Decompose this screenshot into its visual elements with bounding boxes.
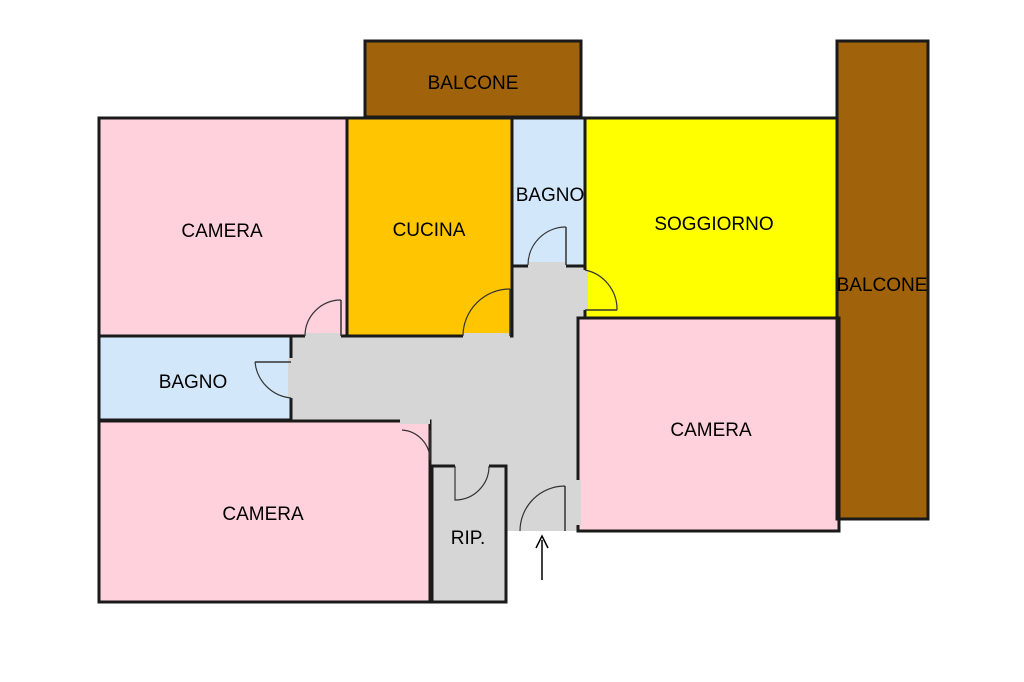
room-balcone-right (837, 41, 928, 519)
arrow-up-icon (535, 534, 549, 580)
room-soggiorno (585, 118, 837, 318)
door-swing-soggiorno (584, 269, 618, 311)
label-balcone-right: BALCONE (837, 275, 928, 296)
corridor-area (291, 265, 585, 531)
room-bagno-left (99, 336, 291, 420)
label-bagno-left: BAGNO (159, 372, 228, 393)
door-swing-ripostiglio (454, 465, 490, 501)
label-cucina: CUCINA (393, 220, 466, 241)
room-camera-right (578, 318, 839, 531)
label-bagno-top: BAGNO (516, 185, 585, 206)
room-bagno-top (512, 118, 585, 266)
door-swings (254, 226, 618, 532)
door-swing-camera-top (304, 299, 342, 337)
label-camera-bottom-left: CAMERA (222, 504, 304, 525)
door-swing-cucina (462, 288, 511, 337)
room-camera-top-left (99, 118, 347, 336)
room-balcone-top (365, 41, 581, 117)
label-camera-top-left: CAMERA (181, 221, 263, 242)
label-camera-right: CAMERA (670, 420, 752, 441)
room-ripostiglio (432, 466, 506, 602)
label-ripostiglio: RIP. (451, 528, 486, 549)
room-cucina (347, 118, 512, 336)
label-balcone-top: BALCONE (428, 73, 519, 94)
label-soggiorno: SOGGIORNO (654, 214, 773, 235)
room-camera-bottom-left (99, 421, 430, 602)
room-outlines (97, 39, 930, 604)
door-swing-entrance (519, 485, 566, 532)
door-swing-bagno-left (254, 361, 292, 399)
door-swing-bagno-top (527, 226, 567, 266)
door-openings (288, 262, 588, 525)
